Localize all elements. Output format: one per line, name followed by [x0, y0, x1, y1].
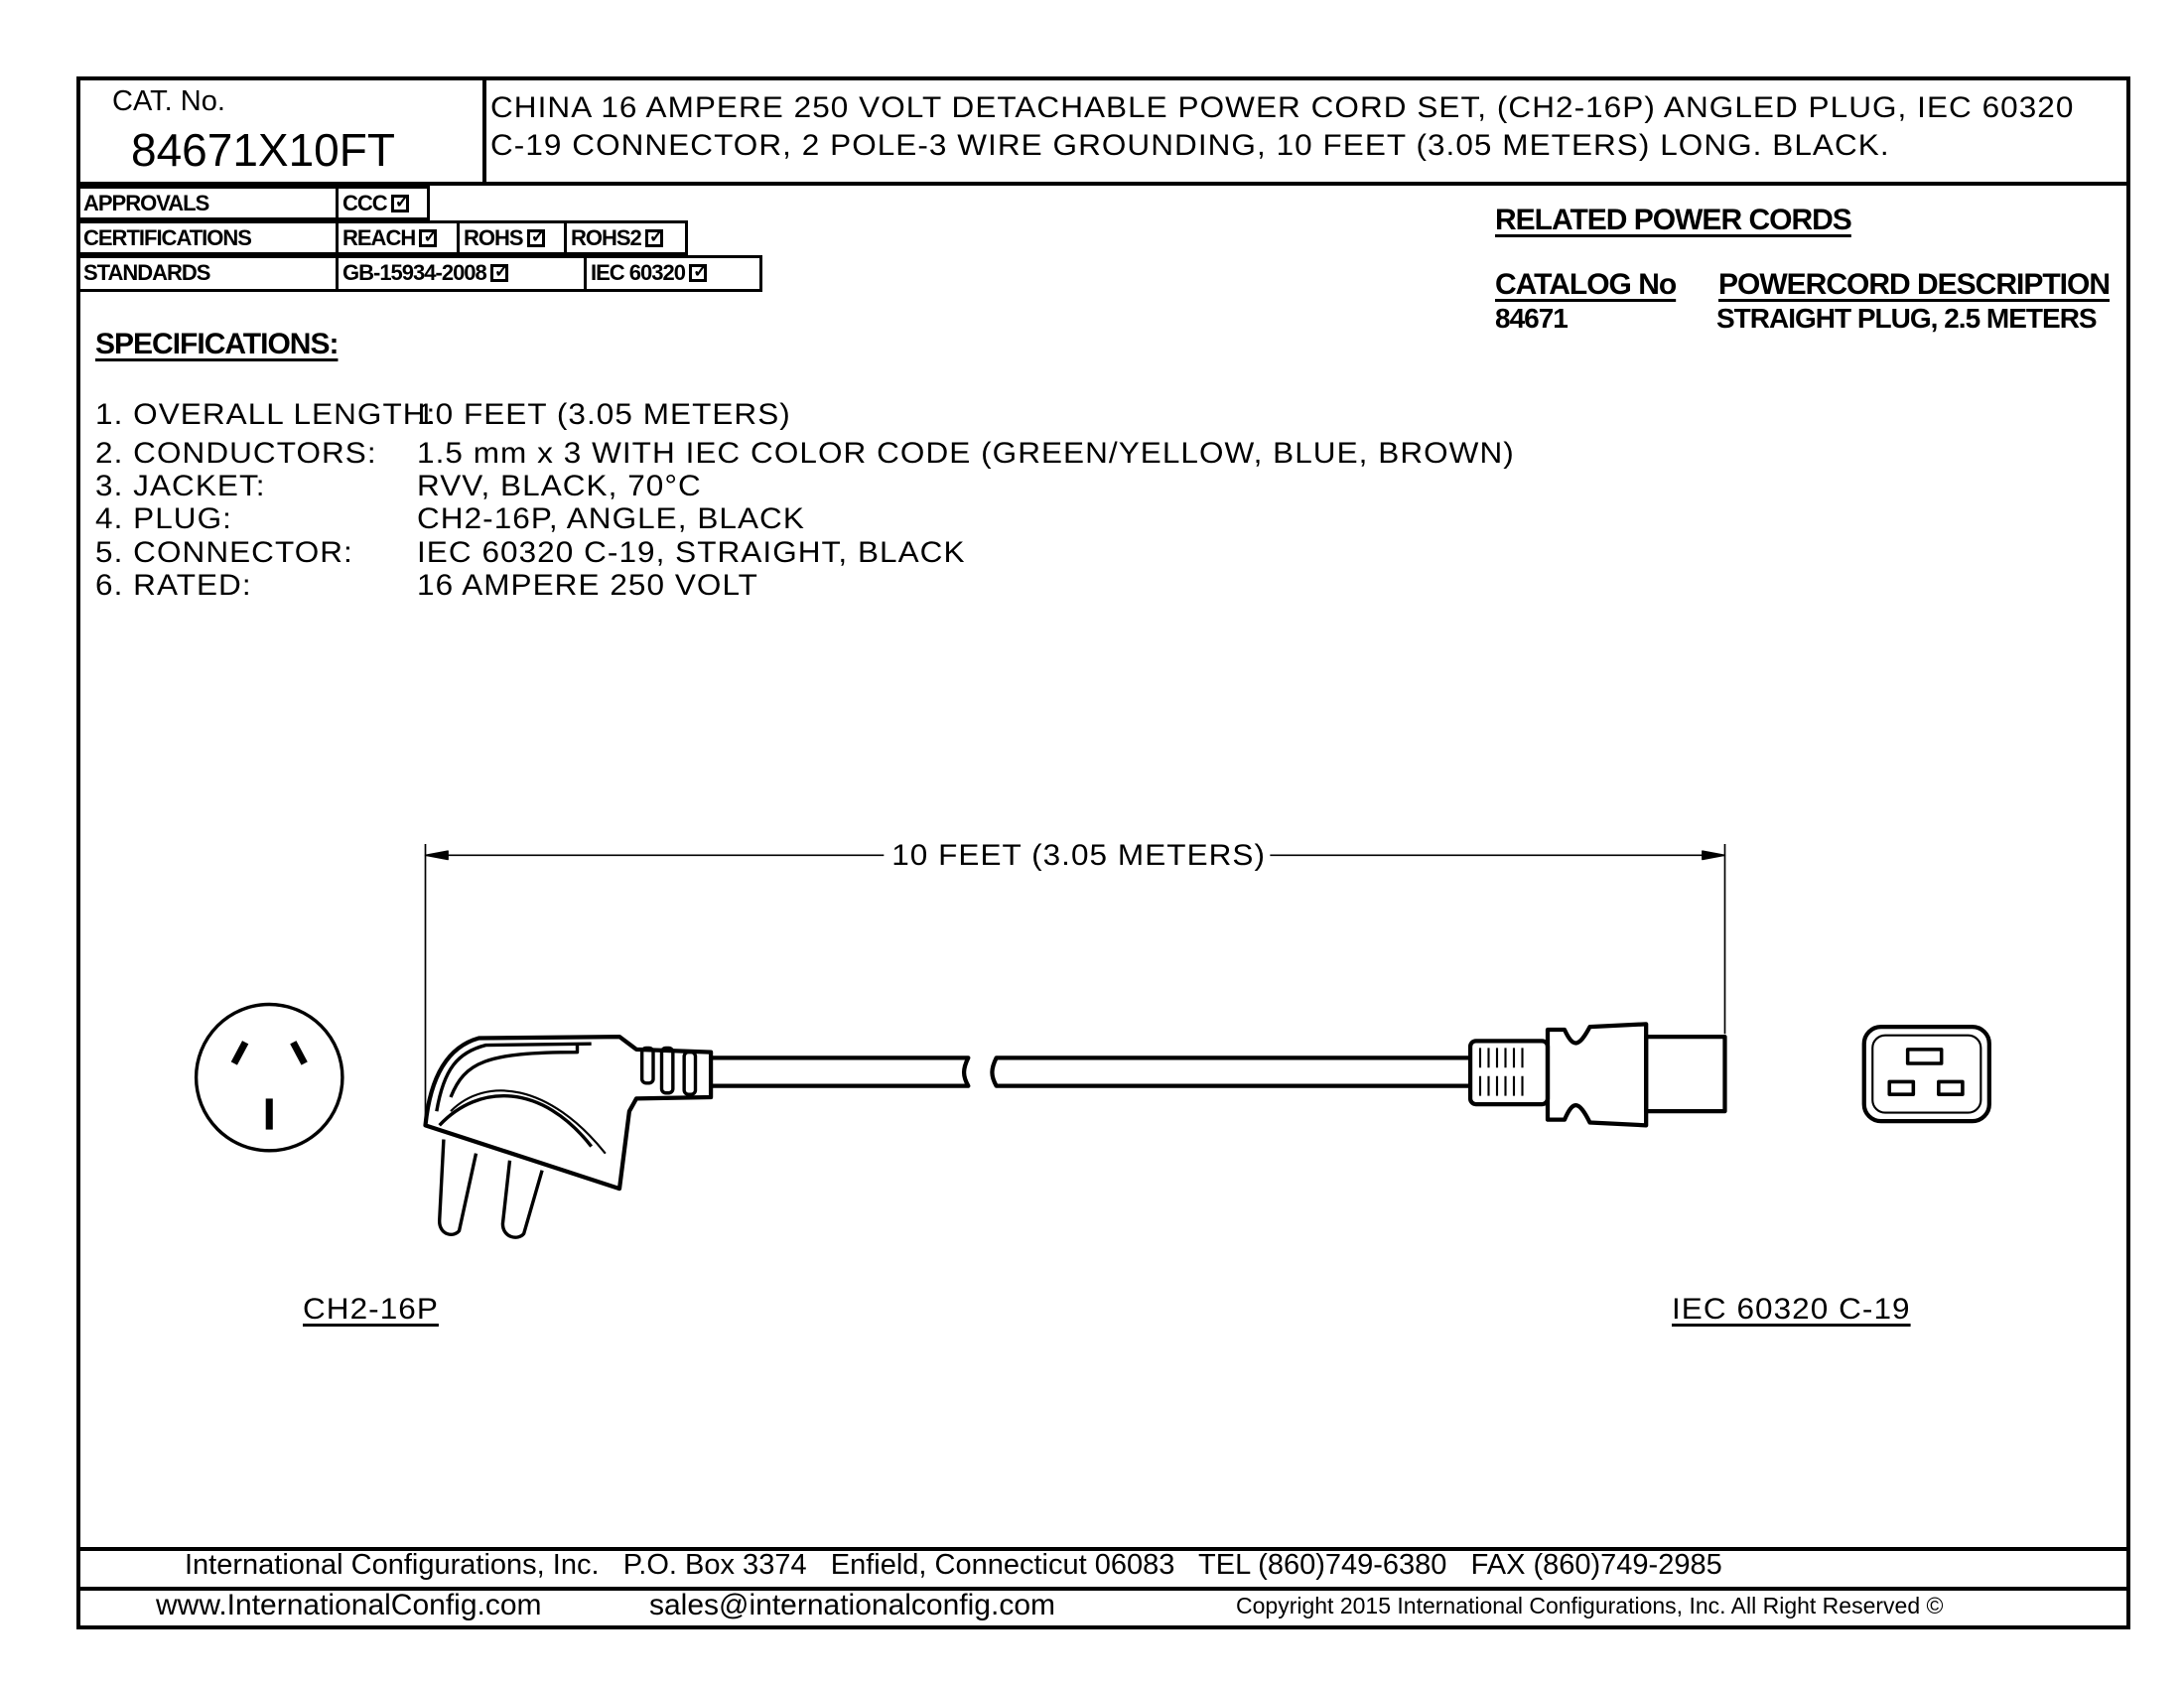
checkbox-checked-icon — [390, 195, 409, 212]
checkbox-checked-icon — [688, 264, 707, 282]
related-col-description: POWERCORD DESCRIPTION — [1718, 268, 2111, 301]
standard-gb: GB-15934-2008 — [336, 255, 587, 292]
approval-ccc: CCC — [336, 186, 430, 220]
related-description-value: STRAIGHT PLUG, 2.5 METERS — [1716, 303, 2098, 334]
specifications-title: SPECIFICATIONS: — [95, 328, 339, 360]
footer-divider-2 — [76, 1587, 2130, 1591]
approvals-label: APPROVALS — [76, 186, 339, 220]
spec-label: 5. CONNECTOR: — [95, 536, 353, 569]
approval-text: CCC — [342, 191, 388, 215]
header-divider — [76, 182, 2130, 186]
spec-value: RVV, BLACK, 70°C — [417, 470, 702, 502]
standards-label: STANDARDS — [76, 255, 339, 292]
cert-text: REACH — [342, 225, 416, 250]
c19-connector — [1467, 1022, 1727, 1128]
related-col-catalog: CATALOG No — [1495, 268, 1677, 301]
dimension-label: 10 FEET (3.05 METERS) — [887, 839, 1271, 873]
standard-iec: IEC 60320 — [584, 255, 762, 292]
header-column-divider — [482, 76, 486, 183]
footer-divider-1 — [76, 1547, 2130, 1551]
spec-value: 10 FEET (3.05 METERS) — [417, 398, 791, 431]
connector-label: IEC 60320 C-19 — [1672, 1293, 1911, 1326]
ch2-16p-plug-face — [194, 1002, 344, 1153]
cert-text: ROHS — [464, 225, 524, 250]
description-line-2: C-19 CONNECTOR, 2 POLE-3 WIRE GROUNDING,… — [490, 129, 1890, 162]
spec-label: 3. JACKET: — [95, 470, 266, 502]
sheet-border — [76, 76, 2130, 1629]
checkbox-checked-icon — [644, 229, 663, 247]
cord — [711, 1055, 1471, 1088]
copyright: Copyright 2015 International Configurati… — [1236, 1593, 1944, 1618]
related-title: RELATED POWER CORDS — [1495, 204, 1852, 236]
c19-connector-face — [1861, 1025, 1991, 1124]
cert-text: ROHS2 — [571, 225, 642, 250]
spec-value: IEC 60320 C-19, STRAIGHT, BLACK — [417, 536, 966, 569]
spec-value: 1.5 mm x 3 WITH IEC COLOR CODE (GREEN/YE… — [417, 437, 1515, 470]
spec-label: 1. OVERALL LENGTH: — [95, 398, 437, 431]
company-info: International Configurations, Inc. P.O. … — [185, 1549, 1722, 1581]
cat-label: CAT. No. — [112, 85, 225, 117]
cert-rohs2: ROHS2 — [564, 220, 688, 255]
angled-plug — [423, 1034, 714, 1239]
checkbox-checked-icon — [419, 229, 437, 247]
spec-value: 16 AMPERE 250 VOLT — [417, 569, 758, 602]
checkbox-checked-icon — [489, 264, 508, 282]
spec-label: 4. PLUG: — [95, 502, 232, 535]
email-link[interactable]: sales@internationalconfig.com — [649, 1589, 1055, 1621]
description-line-1: CHINA 16 AMPERE 250 VOLT DETACHABLE POWE… — [490, 91, 2075, 124]
checkbox-checked-icon — [526, 229, 545, 247]
plug-label: CH2-16P — [303, 1293, 439, 1326]
spec-label: 2. CONDUCTORS: — [95, 437, 377, 470]
website-link[interactable]: www.InternationalConfig.com — [156, 1589, 542, 1621]
spec-value: CH2-16P, ANGLE, BLACK — [417, 502, 805, 535]
dimension-line — [424, 844, 1726, 1126]
standard-text: IEC 60320 — [591, 260, 686, 285]
spec-label: 6. RATED: — [95, 569, 252, 602]
standard-text: GB-15934-2008 — [342, 260, 487, 285]
related-catalog-value: 84671 — [1495, 303, 1569, 334]
cat-number: 84671X10FT — [131, 124, 395, 176]
